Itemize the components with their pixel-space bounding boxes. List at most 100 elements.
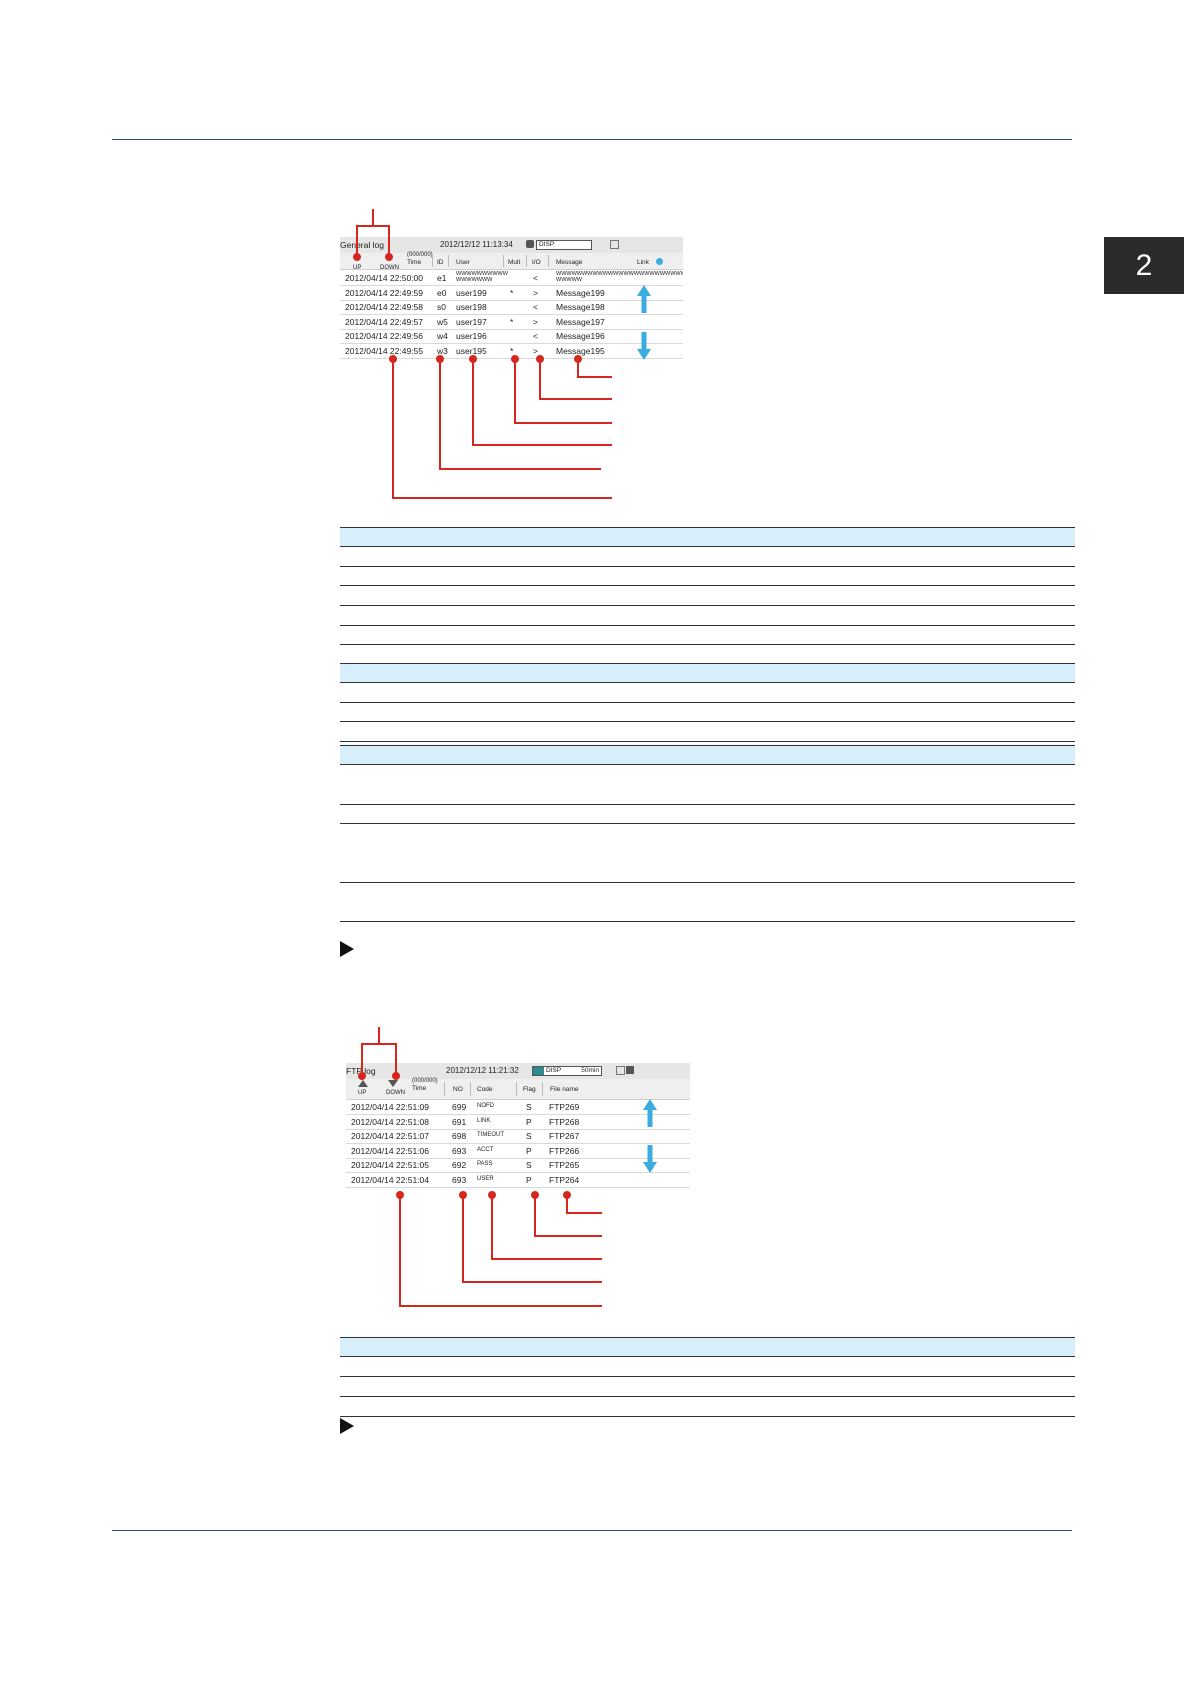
cell-user: user195 [456, 346, 487, 356]
up-button[interactable]: UP [353, 265, 362, 271]
datetime: 2012/12/12 11:21:32 [446, 1066, 519, 1075]
ftp-log-screenshot: FTP log 2012/12/12 11:21:32 DISP 50min U… [346, 1063, 690, 1189]
callout-line [539, 398, 612, 400]
cell-no: 698 [452, 1131, 467, 1142]
disp-indicator: DISP 50min [532, 1066, 602, 1076]
col-io: I/O [532, 259, 541, 266]
cell-message: Message197 [556, 316, 605, 327]
down-triangle-icon[interactable] [388, 1080, 398, 1087]
cell-id: s0 [437, 302, 446, 313]
log-title: FTP log [346, 1066, 376, 1076]
cell-time: 2012/04/14 22:51:04 [351, 1175, 429, 1185]
callout-dot [358, 1072, 366, 1080]
callout-line [472, 444, 612, 446]
col-sep [448, 255, 449, 267]
disp-rate: 50min [581, 1067, 599, 1074]
up-button[interactable]: UP [358, 1090, 367, 1096]
col-sep [432, 255, 433, 267]
cell-id: w3 [437, 346, 448, 356]
cell-time: 2012/04/14 22:49:55 [345, 346, 423, 356]
cell-user: user197 [456, 316, 487, 327]
callout-line [372, 209, 374, 227]
status-bar [346, 1063, 690, 1079]
sd-card-icon [616, 1066, 625, 1075]
cell-no: 699 [452, 1102, 467, 1112]
callout-line [577, 376, 612, 378]
callout-line [392, 497, 612, 499]
cell-user: WWWWWWWWWW WWWWWWW [456, 271, 508, 283]
table-row [340, 567, 1075, 586]
cell-user: user199 [456, 287, 487, 298]
up-triangle-icon[interactable] [358, 1080, 368, 1087]
callout-line [356, 225, 358, 257]
table-header [340, 527, 1075, 547]
col-id: ID [437, 259, 444, 266]
memory-bar-fill [533, 1067, 544, 1075]
datetime: 2012/12/12 11:13:34 [440, 240, 513, 249]
cell-time: 2012/04/14 22:51:07 [351, 1131, 429, 1142]
col-sep [470, 1082, 471, 1096]
down-button[interactable]: DOWN [380, 265, 399, 271]
cell-io: > [533, 316, 538, 327]
callout-line [356, 225, 390, 227]
table-row [340, 765, 1075, 805]
callout-line [378, 1027, 380, 1045]
cell-time: 2012/04/14 22:51:05 [351, 1160, 429, 1171]
cell-io: < [533, 302, 538, 313]
table-row [340, 1397, 1075, 1417]
callout-dot [392, 1072, 400, 1080]
down-button[interactable]: DOWN [386, 1090, 405, 1096]
cell-no: 693 [452, 1175, 467, 1185]
col-message: Message [556, 259, 583, 266]
col-time: Time [407, 259, 422, 266]
cell-message: Message196 [556, 331, 605, 342]
page-counter: (000/000) [412, 1078, 438, 1084]
cell-message: Message198 [556, 302, 605, 313]
table-row [340, 805, 1075, 824]
scroll-down-arrow-icon[interactable] [637, 332, 651, 360]
cell-flag: P [526, 1145, 532, 1156]
callout-dot [385, 253, 393, 261]
scroll-up-arrow-icon[interactable] [643, 1099, 657, 1127]
description-table [340, 1337, 1075, 1417]
cell-time: 2012/04/14 22:49:58 [345, 302, 423, 313]
cell-message: Message199 [556, 287, 605, 298]
callout-line [399, 1305, 602, 1307]
table-row [340, 586, 1075, 606]
scroll-up-arrow-icon[interactable] [637, 285, 651, 313]
link-status-icon [656, 258, 663, 265]
cell-mult: * [510, 346, 514, 356]
cell-message: Message195 [556, 346, 605, 356]
scroll-down-arrow-icon[interactable] [643, 1145, 657, 1173]
cell-flag: S [526, 1131, 532, 1142]
col-mult: Mult [508, 259, 521, 266]
cell-code: LINK [477, 1117, 491, 1124]
cell-code: TIMEOUT [477, 1132, 504, 1139]
col-sep [516, 1082, 517, 1096]
chapter-tab: 2 [1104, 237, 1184, 294]
section-marker-icon [340, 941, 354, 957]
page-counter: (000/000) [407, 252, 433, 258]
callout-line [514, 359, 516, 423]
cell-code: USER [477, 1176, 494, 1182]
callout-line [388, 225, 390, 257]
cell-no: 693 [452, 1145, 467, 1156]
callout-line [361, 1043, 363, 1075]
cell-time: 2012/04/14 22:49:57 [345, 316, 423, 327]
callout-line [539, 359, 541, 399]
cell-id: w4 [437, 331, 448, 342]
description-table [340, 745, 1075, 922]
cell-user: user196 [456, 331, 487, 342]
callout-line [439, 359, 441, 469]
